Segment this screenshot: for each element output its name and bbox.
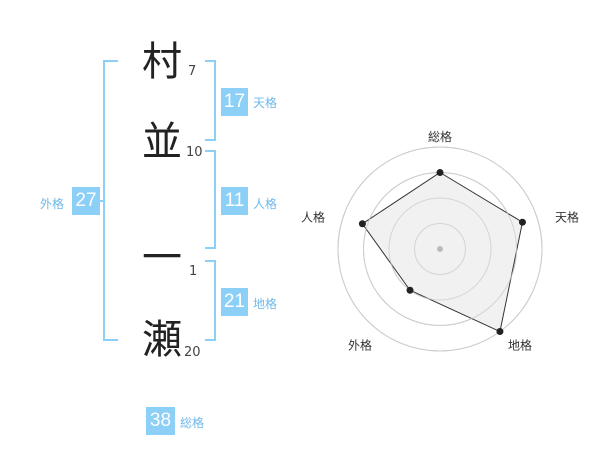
- stroke-count-1: 7: [188, 64, 197, 79]
- soukaku-label: 総格: [180, 416, 205, 430]
- jinkaku-label: 人格: [253, 197, 278, 211]
- radar-point-2: [518, 218, 526, 226]
- name-char-1: 村: [142, 39, 182, 85]
- radar-axis-label: 人格: [301, 209, 325, 224]
- radar-polygon: [361, 171, 524, 333]
- jinkaku-value: 11: [221, 187, 248, 215]
- jinkaku-bracket: [205, 150, 216, 249]
- gaikaku-label: 外格: [40, 197, 65, 211]
- radar-axis-label: 外格: [348, 338, 372, 353]
- soukaku-value: 38: [146, 407, 175, 435]
- tenkaku-bracket: [205, 60, 216, 141]
- radar-ring-overlay: [414, 223, 466, 275]
- stroke-count-3: 1: [189, 264, 198, 279]
- gaikaku-bracket: [103, 60, 118, 341]
- radar-axis-label: 地格: [508, 338, 532, 353]
- name-char-2: 並: [142, 119, 182, 165]
- name-char-4: 瀬: [142, 317, 182, 363]
- tenkaku-label: 天格: [253, 96, 278, 110]
- chikaku-label: 地格: [253, 297, 278, 311]
- stroke-count-4: 20: [184, 345, 201, 360]
- radar-axis-label: 総格: [428, 129, 452, 144]
- name-char-3: 一: [142, 235, 182, 281]
- chikaku-bracket: [205, 260, 216, 341]
- chikaku-value: 21: [221, 288, 248, 316]
- radar-ring-overlay: [337, 146, 543, 352]
- radar-axis-label: 天格: [555, 209, 579, 224]
- tenkaku-value: 17: [221, 88, 248, 116]
- stroke-count-2: 10: [186, 145, 203, 160]
- radar-center-dot: [437, 246, 443, 252]
- radar-point-3: [496, 328, 504, 336]
- radar-point-4: [406, 286, 414, 294]
- radar-ring-overlay: [388, 197, 492, 301]
- radar-point-1: [436, 169, 444, 176]
- gaikaku-value: 27: [72, 187, 100, 215]
- radar-point-5: [358, 220, 366, 228]
